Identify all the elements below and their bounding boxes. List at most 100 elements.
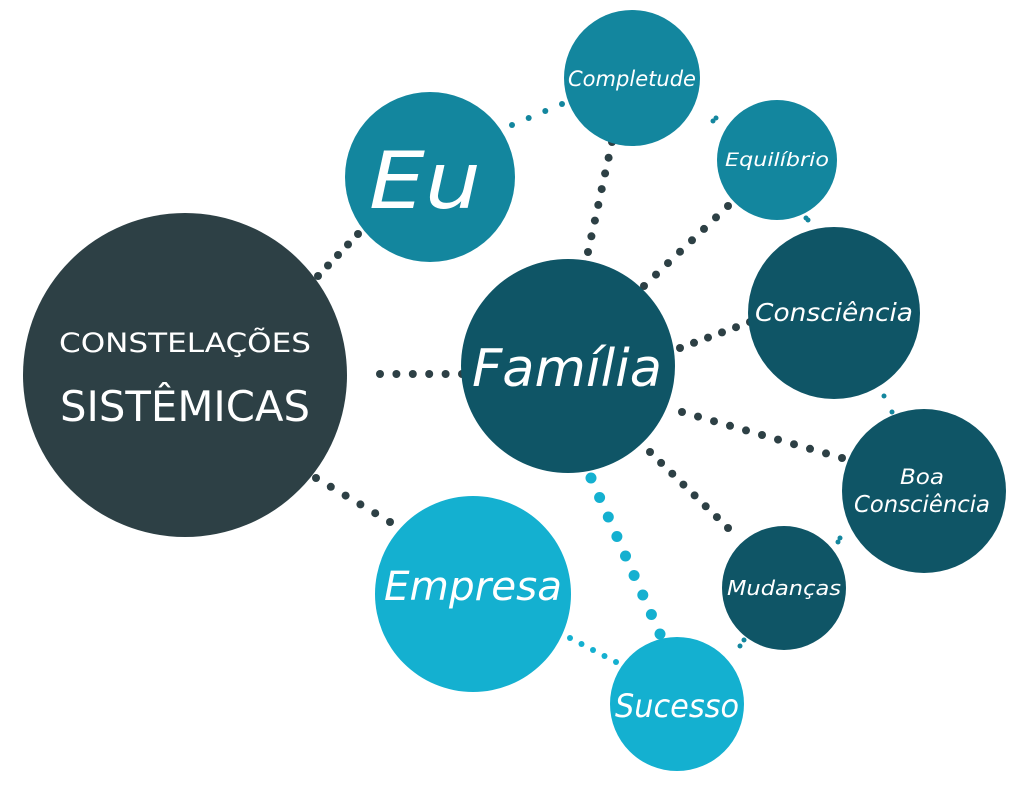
connector-dot	[741, 637, 747, 643]
equilibrio-label: Equilíbrio	[725, 149, 829, 171]
connector-dot	[640, 282, 648, 290]
connector-dot	[620, 550, 631, 562]
connector-dot	[690, 491, 699, 500]
connector-dot	[559, 101, 565, 107]
connector-dot	[742, 426, 750, 435]
connector-dot	[312, 474, 320, 482]
connector-dot	[356, 500, 365, 509]
connector-dot	[354, 230, 362, 238]
connector-dot	[704, 333, 712, 342]
boa-consciencia-label-line1: Boa	[900, 465, 944, 489]
connector-dot	[567, 635, 573, 641]
node-empresa	[375, 496, 571, 692]
connector-dot	[344, 240, 352, 249]
connector-dot	[838, 454, 846, 462]
connector-dot	[425, 370, 434, 378]
connector-dot	[326, 482, 335, 491]
connector-dot	[837, 535, 843, 541]
connector-dot	[324, 261, 332, 270]
connector-dot	[525, 115, 532, 121]
connector-dot	[601, 653, 608, 659]
connector-dot	[835, 539, 841, 545]
connector-dot	[732, 323, 740, 332]
connector-dot	[637, 589, 649, 601]
connector-dot	[718, 328, 726, 337]
connector-dot	[441, 370, 450, 378]
consciencia-label: Consciência	[755, 298, 913, 327]
connector-dot	[710, 417, 718, 426]
constelacoes-label-line1: CONSTELAÇÕES	[59, 327, 311, 359]
connector-dot	[712, 213, 720, 222]
connector-dot	[737, 643, 743, 649]
connector-dot	[392, 370, 401, 378]
node-sucesso	[610, 637, 744, 771]
node-consciencia	[748, 227, 920, 399]
connector-dot	[341, 491, 350, 500]
connectors	[312, 101, 895, 665]
node-eu	[345, 92, 515, 262]
connector-dot	[889, 409, 895, 415]
node-mudancas	[722, 526, 846, 650]
node-constelacoes	[23, 213, 347, 537]
connector-dot	[604, 153, 613, 162]
eu-label: Eu	[369, 137, 481, 227]
connector-dot	[376, 370, 384, 378]
connector-dot	[694, 412, 702, 421]
node-familia	[461, 259, 675, 473]
connector-dot	[584, 248, 592, 256]
connector-dot	[758, 431, 766, 439]
connector-dot	[805, 217, 811, 223]
connector-dot	[597, 185, 606, 194]
constelacoes-label-line2: SISTÊMICAS	[60, 381, 310, 431]
connector-dot	[590, 216, 599, 225]
node-circles	[23, 10, 1006, 771]
connector-dot	[314, 272, 322, 280]
connector-dot	[676, 344, 684, 352]
connector-dot	[657, 458, 666, 467]
connector-dot	[590, 647, 596, 653]
connector-dot	[712, 513, 721, 522]
connector-dot	[700, 224, 708, 233]
connector-dot	[594, 492, 606, 503]
connector-dot	[726, 421, 734, 430]
connector-dot	[724, 524, 732, 532]
connector-dot	[679, 480, 688, 489]
connector-dot	[645, 609, 657, 620]
connector-dot	[881, 393, 887, 399]
empresa-label: Empresa	[384, 564, 562, 610]
mudancas-label: Mudanças	[727, 576, 841, 600]
node-completude	[564, 10, 700, 146]
connector-dot	[668, 469, 677, 478]
connector-dot	[578, 641, 585, 647]
connector-dot	[594, 200, 603, 209]
sucesso-label: Sucesso	[615, 687, 739, 725]
connector-dot	[408, 370, 417, 378]
connector-dot	[806, 444, 814, 453]
connector-dot	[774, 435, 782, 444]
connector-dot	[690, 338, 698, 347]
connector-dot	[386, 518, 394, 526]
connector-dot	[601, 169, 610, 178]
connector-dot	[676, 247, 684, 256]
connector-dot	[509, 122, 515, 128]
connector-dot	[678, 408, 686, 416]
connector-dot	[688, 236, 696, 245]
connector-dot	[790, 440, 798, 449]
connector-dot	[822, 449, 830, 458]
connector-dot	[613, 659, 619, 665]
connector-dot	[602, 511, 614, 523]
connector-dot	[334, 251, 342, 259]
familia-label: Família	[472, 339, 662, 399]
connector-dot	[628, 570, 640, 581]
node-boa-consciencia	[842, 409, 1006, 573]
connector-dot	[585, 472, 597, 484]
connector-dot	[611, 531, 623, 542]
connector-dot	[542, 108, 549, 114]
completude-label: Completude	[568, 67, 696, 91]
connector-dot	[371, 509, 380, 518]
connector-dot	[724, 202, 732, 210]
node-equilibrio	[717, 100, 837, 220]
connector-dot	[654, 628, 666, 640]
node-labels: CONSTELAÇÕES SISTÊMICAS Eu Completude Eq…	[59, 67, 990, 725]
